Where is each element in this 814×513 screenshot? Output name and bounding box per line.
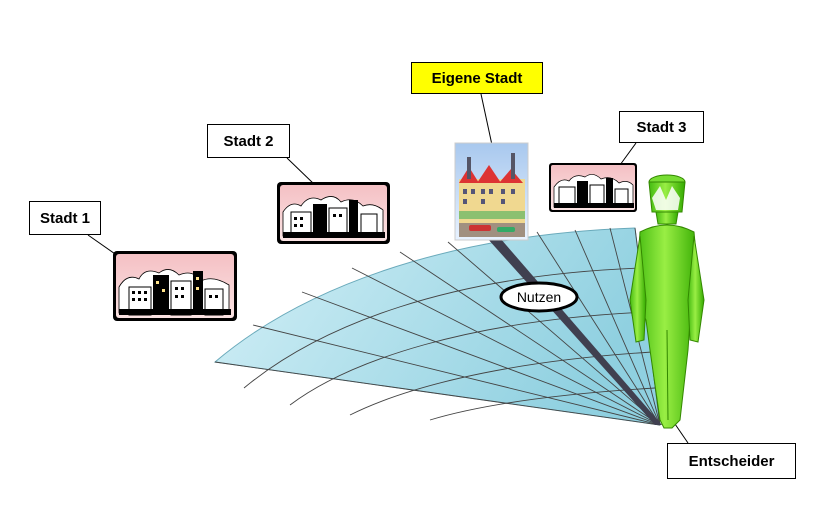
city1-skyline-icon (113, 251, 237, 321)
benefit-label: Nutzen (499, 281, 579, 313)
label-city3: Stadt 3 (619, 111, 704, 143)
label-decision-maker: Entscheider (667, 443, 796, 479)
city3-skyline-icon (549, 163, 637, 212)
own-city-illustration-icon (454, 142, 529, 241)
city2-skyline-icon (277, 182, 390, 244)
benefit-text: Nutzen (517, 289, 561, 305)
label-own-city: Eigene Stadt (411, 62, 543, 94)
decision-maker-figure-icon (629, 174, 705, 429)
label-city2: Stadt 2 (207, 124, 290, 158)
perspective-fan (213, 227, 662, 426)
label-city1: Stadt 1 (29, 201, 101, 235)
